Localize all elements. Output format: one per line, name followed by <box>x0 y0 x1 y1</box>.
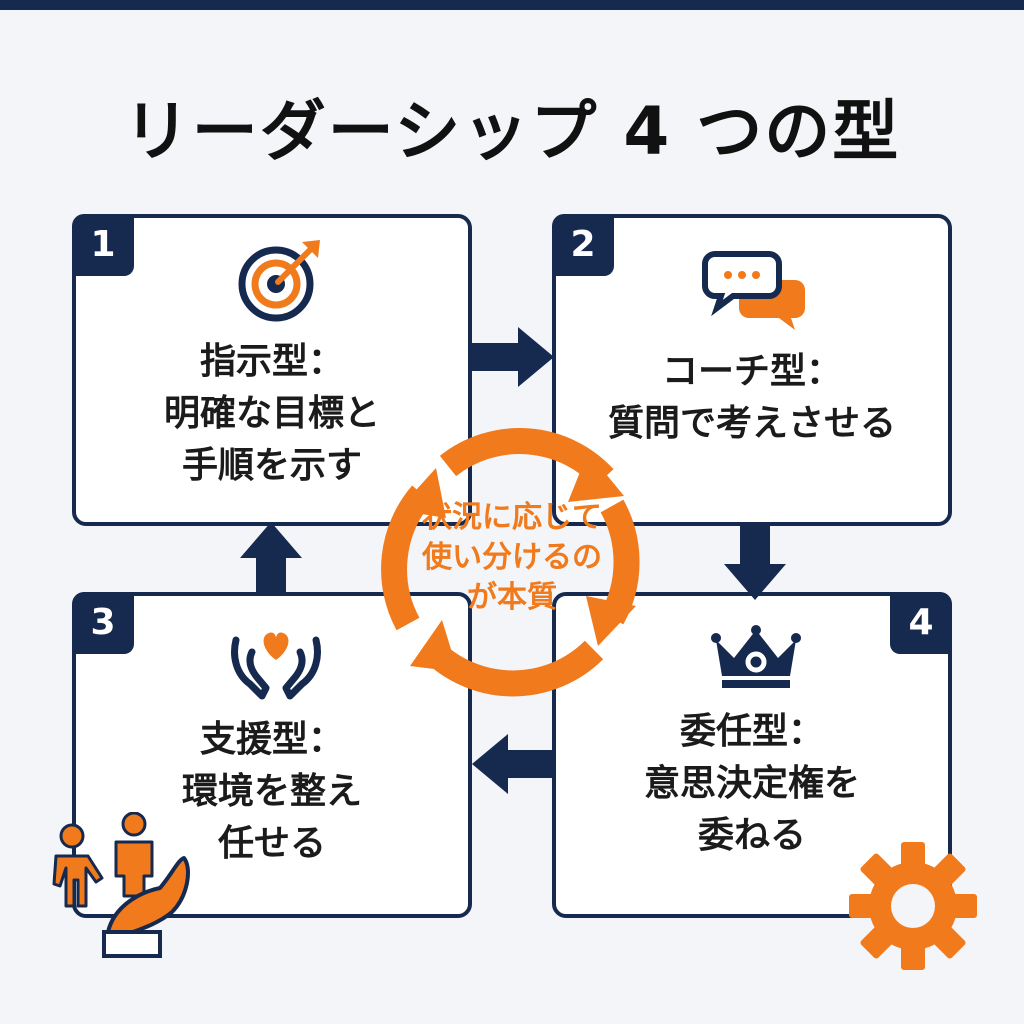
card-heading: 支援型： <box>199 719 344 760</box>
card-line: 意思決定権を <box>643 763 860 804</box>
center-line: 状況に応じて <box>422 500 602 535</box>
page-title: リーダーシップ 4 つの型 <box>123 93 901 170</box>
card-number: 1 <box>72 214 134 276</box>
hands-heart-icon <box>231 632 321 700</box>
card-number: 4 <box>890 592 952 654</box>
cycle-arrows-icon <box>381 428 640 697</box>
crown-gear-icon <box>711 625 801 688</box>
card-coach: 2 コーチ型： 質問で考えさせる <box>552 214 952 526</box>
arrow-up-icon <box>240 522 302 594</box>
card-line: 質問で考えさせる <box>607 403 896 444</box>
card-text: 支援型： 環境を整え 任せる <box>76 714 468 870</box>
target-icon <box>238 240 320 322</box>
card-line: 手順を示す <box>181 445 362 486</box>
people-support-icon <box>52 812 190 958</box>
card-directive: 1 指示型： 明確な目標と 手順を示す <box>72 214 472 526</box>
top-bar <box>0 0 1024 10</box>
speech-bubbles-icon <box>702 251 805 330</box>
center-line: が本質 <box>467 580 557 615</box>
card-heading: 指示型： <box>199 341 344 382</box>
arrow-down-icon <box>724 526 786 600</box>
card-line: 任せる <box>217 823 326 864</box>
arrow-right-icon <box>472 327 554 387</box>
center-message: 状況に応じて 使い分けるの が本質 <box>380 498 644 618</box>
card-heading: 委任型： <box>679 711 824 752</box>
card-line: 委ねる <box>697 815 806 856</box>
gear-icon <box>849 842 977 970</box>
center-line: 使い分けるの <box>422 540 602 575</box>
card-number: 2 <box>552 214 614 276</box>
card-text: コーチ型： 質問で考えさせる <box>556 346 948 450</box>
card-heading: コーチ型： <box>661 351 842 392</box>
arrow-left-icon <box>472 734 554 794</box>
card-text: 委任型： 意思決定権を 委ねる <box>556 706 948 862</box>
card-line: 環境を整え <box>181 771 362 812</box>
card-text: 指示型： 明確な目標と 手順を示す <box>76 336 468 492</box>
card-number: 3 <box>72 592 134 654</box>
card-line: 明確な目標と <box>163 393 380 434</box>
